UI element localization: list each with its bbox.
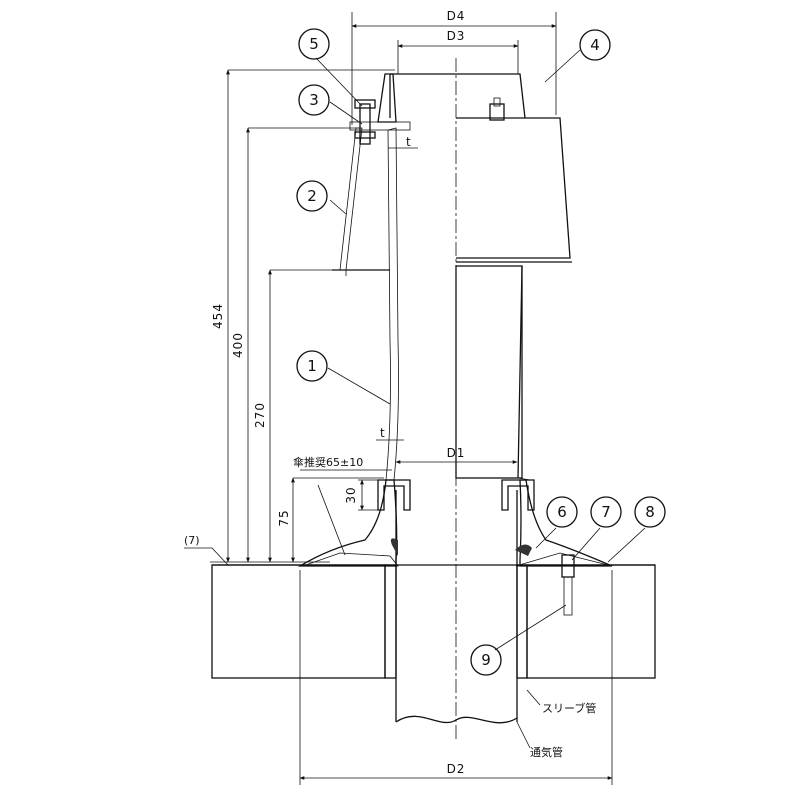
callout-bubble-8: 8: [634, 496, 666, 528]
ref-7-label: (7): [184, 534, 200, 547]
sleeve-pipe-label: スリーブ管: [542, 701, 596, 715]
dim-d2: D2: [447, 762, 466, 776]
dim-400: 400: [231, 332, 245, 358]
svg-text:6: 6: [557, 503, 567, 521]
upper-flange-left: [349, 73, 411, 145]
anchor-bolt: [561, 554, 575, 616]
callout-bubble-4: 4: [579, 29, 611, 61]
callout-bubble-3: 3: [298, 84, 330, 116]
corrugated-tube: [455, 265, 531, 481]
dim-d1: D1: [447, 446, 466, 460]
dim-t-upper: t: [406, 135, 412, 149]
svg-text:2: 2: [307, 187, 317, 205]
svg-text:9: 9: [481, 651, 491, 669]
concrete-slab: [211, 564, 656, 679]
slope-note: 傘推奨65±10: [293, 455, 363, 469]
callout-bubble-2: 2: [296, 180, 328, 212]
dim-454: 454: [211, 303, 225, 329]
dim-30: 30: [344, 486, 358, 503]
svg-text:7: 7: [601, 503, 611, 521]
callout-bubble-1: 1: [296, 350, 328, 382]
base-flashing: [297, 479, 613, 567]
dim-75: 75: [277, 509, 291, 526]
inner-collar: [377, 479, 535, 511]
svg-text:8: 8: [645, 503, 655, 521]
main-tube-section: [385, 127, 399, 481]
vent-pipe-label: 通気管: [530, 745, 563, 759]
callout-bubble-6: 6: [546, 496, 578, 528]
callout-bubble-7: 7: [590, 496, 622, 528]
svg-text:3: 3: [309, 91, 319, 109]
dim-270: 270: [253, 402, 267, 428]
hood-elevation: [389, 73, 572, 263]
callout-bubble-9: 9: [470, 644, 502, 676]
svg-text:1: 1: [307, 357, 317, 375]
vent-pipe: [395, 490, 518, 724]
dim-d3: D3: [447, 29, 466, 43]
cone-cover-section: [332, 127, 390, 276]
svg-text:4: 4: [590, 36, 600, 54]
callout-leaders: [315, 49, 646, 749]
callout-bubble-5: 5: [298, 28, 330, 60]
dim-t-lower: t: [380, 426, 386, 440]
dimension-lines: [184, 12, 613, 785]
dim-d4: D4: [447, 9, 466, 23]
svg-text:5: 5: [309, 35, 319, 53]
